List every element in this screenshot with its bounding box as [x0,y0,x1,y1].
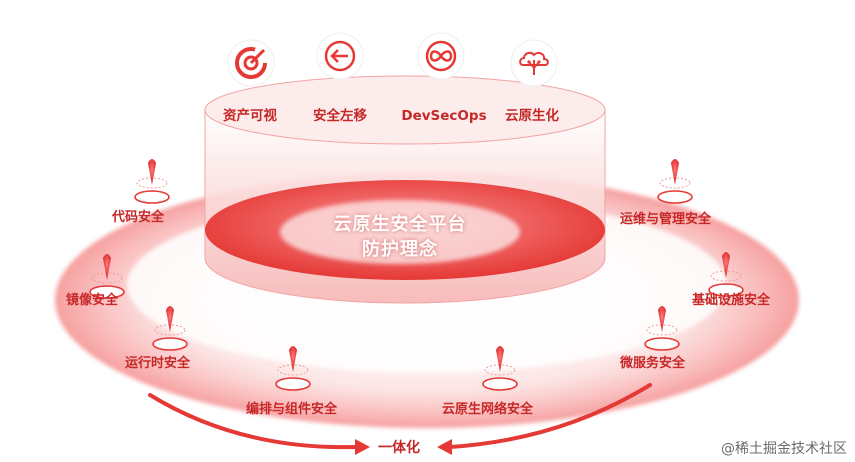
ring-label-network: 云原生网络安全 [442,402,534,417]
module-label-shift-left: 安全左移 [313,108,367,124]
location-pin-icon [275,346,311,391]
location-pin-icon [152,306,188,351]
cylinder-top [204,75,606,145]
center-title-line1: 云原生安全平台 [333,214,467,235]
cylinder-disc-glow [280,200,520,264]
center-title-line2: 防护理念 [362,239,438,260]
location-pin-icon [89,254,125,299]
ring-label-image: 镜像安全 [66,293,119,308]
center-title: 云原生安全平台 防护理念 [300,212,500,262]
ring-label-orchestration: 编排与组件安全 [246,402,338,417]
location-pin-icon [482,346,518,391]
module-label-cloud-native: 云原生化 [505,108,559,124]
ring-label-code: 代码安全 [112,210,165,225]
ring-label-microservice: 微服务安全 [620,356,686,371]
location-pin-icon [134,159,170,204]
arrow-left-icon [315,31,365,81]
pin-group [89,159,744,391]
target-icon [226,38,276,88]
cloud-tree-icon [509,38,559,88]
unify-arrow-head-right [437,439,452,455]
ring-label-runtime: 运行时安全 [125,356,191,371]
watermark: @稀土掘金技术社区 [721,441,847,457]
infinity-icon [416,31,466,81]
unify-arrow-head-left [355,439,370,455]
location-pin-icon [657,159,693,204]
ring-label-infrastructure: 基础设施安全 [692,293,771,308]
unify-arrow [148,383,652,450]
location-pin-icon [708,252,744,297]
ring-label-ops: 运维与管理安全 [620,212,712,227]
module-label-assets: 资产可视 [223,108,277,124]
location-pin-icon [644,306,680,351]
module-label-devsecops: DevSecOps [401,108,487,124]
unify-label: 一体化 [378,440,420,456]
